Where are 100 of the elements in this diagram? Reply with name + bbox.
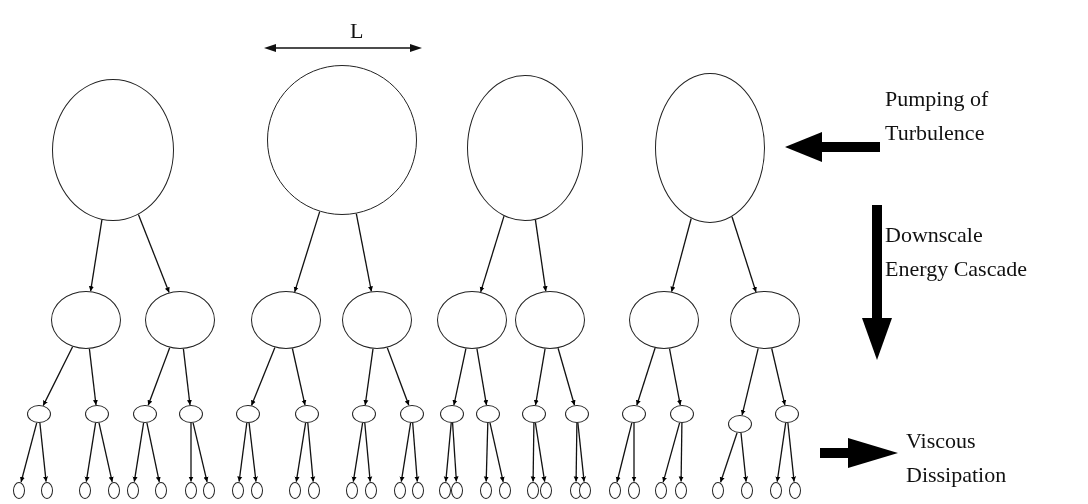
tiny-eddy <box>251 481 263 499</box>
tiny-eddy <box>127 481 139 499</box>
arrow <box>412 422 420 483</box>
tiny-eddy <box>439 481 451 499</box>
small-eddy <box>670 405 694 423</box>
annotation-text: Viscous Dissipation <box>906 427 1008 489</box>
tiny-eddy <box>741 481 753 499</box>
arrow <box>386 347 410 406</box>
small-eddy <box>179 405 203 423</box>
arrow <box>615 422 633 483</box>
tiny-eddy <box>185 481 197 499</box>
arrow <box>476 348 489 406</box>
arrow <box>88 348 98 406</box>
arrow <box>237 422 248 483</box>
arrow <box>740 432 749 483</box>
tiny-eddy <box>412 481 424 499</box>
tiny-eddy <box>579 481 591 499</box>
arrow <box>443 422 452 483</box>
arrow <box>483 422 489 483</box>
arrow <box>452 347 467 406</box>
tiny-eddy <box>480 481 492 499</box>
tiny-eddy <box>675 481 687 499</box>
tiny-eddy <box>712 481 724 499</box>
arrow <box>775 422 787 483</box>
arrow <box>678 422 684 483</box>
tiny-eddy <box>365 481 377 499</box>
small-eddy <box>440 405 464 423</box>
small-eddy <box>522 405 546 423</box>
small-eddy <box>133 405 157 423</box>
tiny-eddy <box>394 481 406 499</box>
arrow <box>662 422 681 483</box>
annotation-text: Pumping of Turbulence <box>885 85 990 147</box>
tiny-eddy <box>79 481 91 499</box>
arrow <box>533 348 546 406</box>
arrow <box>39 422 49 483</box>
arrow <box>351 422 364 483</box>
arrow <box>182 348 192 406</box>
arrow <box>635 347 656 406</box>
tiny-eddy <box>451 481 463 499</box>
arrow <box>719 432 738 483</box>
arrow <box>670 217 692 293</box>
arrow <box>573 422 579 483</box>
arrow <box>88 219 103 292</box>
arrow <box>489 422 505 483</box>
small-eddy <box>352 405 376 423</box>
tiny-eddy <box>540 481 552 499</box>
arrow <box>771 347 787 406</box>
tiny-eddy <box>289 481 301 499</box>
arrow <box>307 422 316 483</box>
arrow <box>577 422 587 483</box>
arrow <box>132 422 145 483</box>
small-eddy <box>236 405 260 423</box>
tiny-eddy <box>41 481 53 499</box>
arrow <box>355 212 373 293</box>
tiny-eddy <box>655 481 667 499</box>
tiny-eddy <box>346 481 358 499</box>
tiny-eddy <box>308 481 320 499</box>
small-eddy <box>565 405 589 423</box>
small-eddy <box>27 405 51 423</box>
arrow <box>787 422 797 483</box>
arrow <box>534 219 548 292</box>
arrow <box>557 347 576 406</box>
arrow <box>19 422 38 483</box>
arrow <box>479 215 505 293</box>
arrow <box>98 422 114 483</box>
arrow <box>530 422 536 483</box>
small-eddy <box>728 415 752 433</box>
tiny-eddy <box>789 481 801 499</box>
arrow <box>248 422 258 483</box>
arrow <box>192 422 209 483</box>
arrow <box>399 422 412 483</box>
arrow <box>137 213 170 294</box>
arrow <box>534 422 547 483</box>
small-eddy <box>476 405 500 423</box>
arrow <box>42 346 74 407</box>
small-eddy <box>622 405 646 423</box>
arrow <box>188 422 194 483</box>
arrow <box>631 422 637 483</box>
arrow <box>731 216 757 293</box>
tiny-eddy <box>232 481 244 499</box>
tiny-eddy <box>527 481 539 499</box>
arrow <box>294 422 307 483</box>
tiny-eddy <box>13 481 25 499</box>
tiny-eddy <box>770 481 782 499</box>
arrow <box>668 347 682 406</box>
arrow <box>293 210 321 293</box>
small-eddy <box>775 405 799 423</box>
small-eddy <box>85 405 109 423</box>
arrow <box>363 348 374 406</box>
tiny-eddy <box>108 481 120 499</box>
arrow <box>146 422 161 483</box>
tiny-eddy <box>628 481 640 499</box>
tiny-eddy <box>570 481 582 499</box>
tiny-eddy <box>155 481 167 499</box>
arrow <box>250 346 276 407</box>
small-eddy <box>295 405 319 423</box>
tiny-eddy <box>499 481 511 499</box>
arrow <box>147 347 171 406</box>
dimension-label: L <box>350 17 364 45</box>
small-eddy <box>400 405 424 423</box>
